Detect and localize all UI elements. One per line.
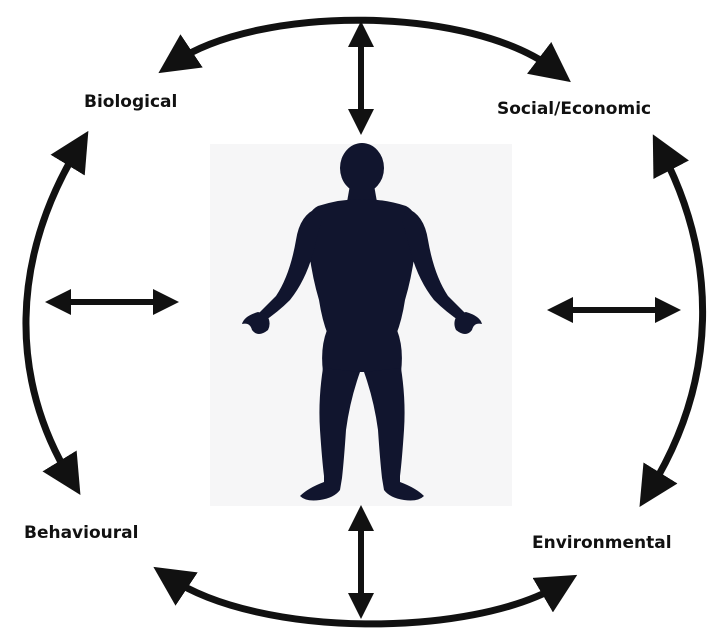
left-arc-arrow	[22, 130, 89, 496]
human-silhouette-icon	[242, 143, 482, 501]
environmental-label: Environmental	[532, 533, 672, 553]
behavioural-label: Behavioural	[24, 523, 139, 543]
biological-label: Biological	[84, 92, 178, 112]
social-economic-label: Social/Economic	[497, 99, 652, 119]
right-arc-arrow	[639, 134, 706, 508]
bottom-arc-arrow	[153, 566, 578, 628]
top-arc-arrow	[158, 16, 571, 83]
